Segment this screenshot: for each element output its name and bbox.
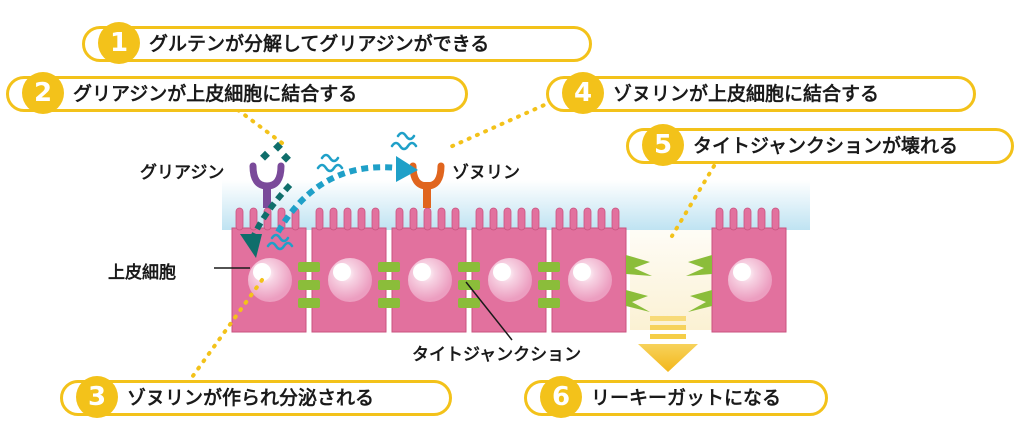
epithelial-cell xyxy=(391,227,467,333)
tight-junction-pointer xyxy=(465,281,513,341)
step-3-badge: 3 xyxy=(76,376,118,418)
gliadin-binding-arrow-icon xyxy=(240,182,293,258)
microvilli xyxy=(235,207,780,231)
step-5-badge: 5 xyxy=(642,124,684,166)
step-1-badge: 1 xyxy=(98,22,140,64)
broken-junction-fragments xyxy=(626,255,712,312)
leak-arrow-icon xyxy=(638,316,698,372)
epithelial-cell xyxy=(311,227,387,333)
zonulin-label: ゾヌリン xyxy=(452,163,520,183)
step-2-text: グリアジンが上皮細胞に結合する xyxy=(73,83,358,105)
gliadin-particles-icon xyxy=(260,141,291,163)
epithelial-cell xyxy=(471,227,547,333)
step-2: グリアジンが上皮細胞に結合する xyxy=(6,76,468,112)
leak-zone xyxy=(630,230,725,330)
step-6-badge: 6 xyxy=(540,376,582,418)
step-4: ゾヌリンが上皮細胞に結合する xyxy=(546,76,976,112)
epithelial-cell xyxy=(551,227,627,333)
gliadin-receptor-icon xyxy=(249,162,285,208)
step-5-text: タイトジャンクションが壊れる xyxy=(693,135,959,157)
tight-junctions xyxy=(298,262,560,308)
step-5: タイトジャンクションが壊れる xyxy=(626,128,1014,164)
step-6-text: リーキーガットになる xyxy=(591,387,782,409)
epithelial-cells xyxy=(231,227,787,333)
step-4-badge: 4 xyxy=(562,72,604,114)
zonulin-release-arrow-icon xyxy=(275,156,418,234)
step-1-text: グルテンが分解してグリアジンができる xyxy=(149,33,490,55)
epithelial-cell-label: 上皮細胞 xyxy=(108,263,176,283)
step-1: グルテンが分解してグリアジンができる xyxy=(82,26,592,62)
zonulin-receptor-icon xyxy=(409,162,445,208)
epithelial-cell xyxy=(711,227,787,333)
step-3-text: ゾヌリンが作られ分泌される xyxy=(127,387,375,409)
leader-lines xyxy=(188,96,716,382)
tight-junction-label: タイトジャンクション xyxy=(412,345,582,365)
step-4-text: ゾヌリンが上皮細胞に結合する xyxy=(613,83,880,105)
zonulin-squiggles-icon xyxy=(266,131,418,251)
step-2-badge: 2 xyxy=(22,72,64,114)
step-3: ゾヌリンが作られ分泌される xyxy=(60,380,452,416)
gliadin-label: グリアジン xyxy=(140,163,225,183)
